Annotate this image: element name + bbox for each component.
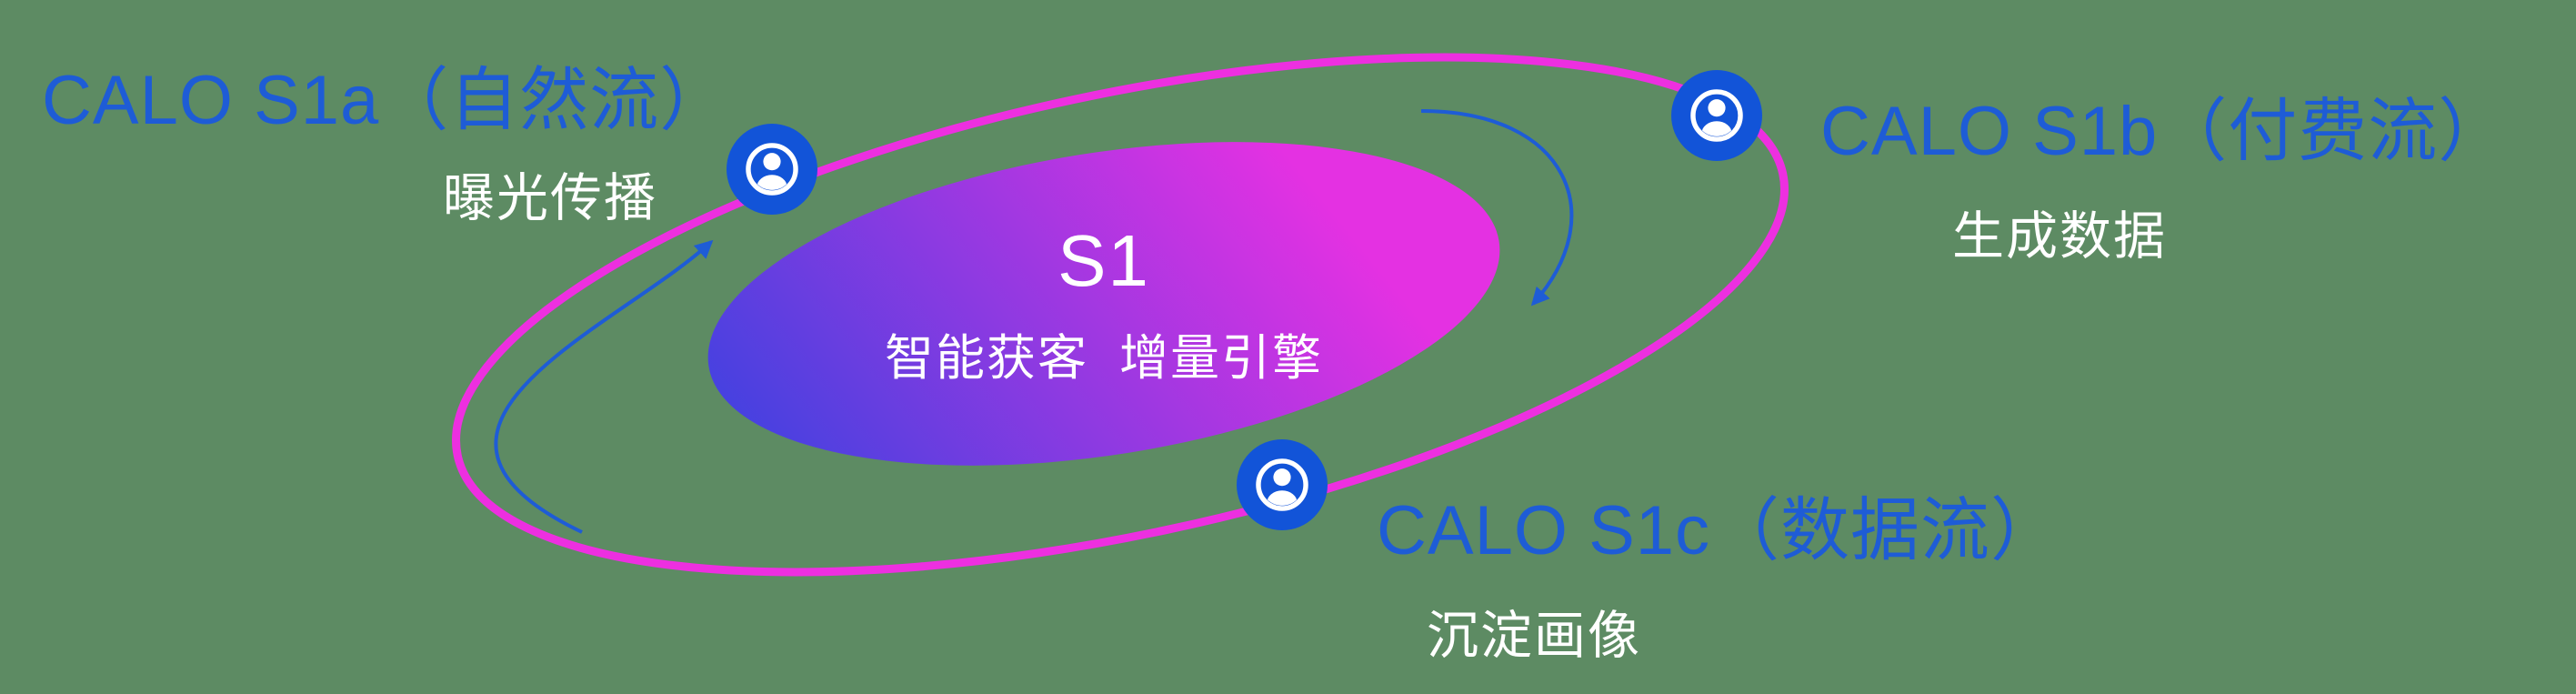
user-icon (1671, 70, 1762, 161)
node-label-s1a: CALO S1a（自然流） (42, 62, 730, 139)
orbit-ring (452, 53, 1789, 577)
node-label-s1b: CALO S1b（付费流） (1820, 93, 2509, 170)
flow-arrow-left-icon (494, 239, 714, 534)
node-sublabel-s1c: 沉淀画像 (1427, 607, 1641, 665)
core-text-block: S1 智能获客 增量引擎 (704, 153, 1504, 455)
user-icon (727, 124, 817, 215)
user-icon (1237, 439, 1328, 530)
flow-arrow-right-icon (1420, 109, 1574, 307)
node-label-s1c: CALO S1c（数据流） (1377, 492, 2061, 569)
node-sublabel-s1a: 曝光传播 (443, 169, 657, 227)
node-sublabel-s1b: 生成数据 (1952, 207, 2167, 266)
core-subtitle: 智能获客 增量引擎 (884, 330, 1323, 386)
core-title: S1 (1057, 219, 1150, 301)
